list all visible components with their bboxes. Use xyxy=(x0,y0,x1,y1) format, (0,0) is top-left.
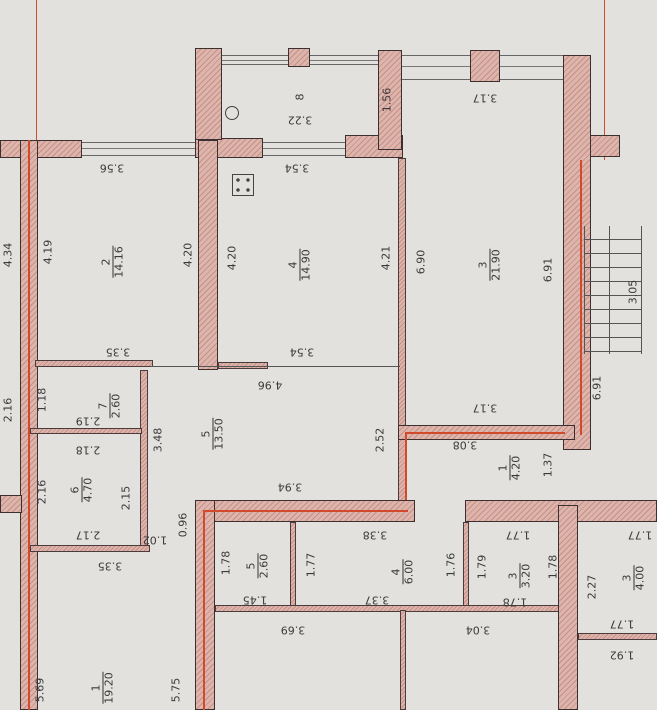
room-label: 8 xyxy=(293,93,307,101)
wall xyxy=(470,50,500,82)
partition xyxy=(35,360,153,367)
dimension: 1.78 xyxy=(546,554,560,580)
dimension: 4.96 xyxy=(257,378,283,392)
dimension: 2.19 xyxy=(75,414,101,428)
dimension: 2.52 xyxy=(373,427,387,453)
boundary-line xyxy=(203,510,408,512)
boundary-line xyxy=(405,432,565,434)
dimension: 3.22 xyxy=(287,113,313,127)
window xyxy=(402,55,470,80)
dimension: 1.18 xyxy=(35,387,49,413)
dimension: 6.91 xyxy=(541,257,555,283)
dimension: 3.08 xyxy=(452,438,478,452)
line xyxy=(150,366,400,367)
balcony-wall xyxy=(378,50,402,150)
wall xyxy=(0,495,22,513)
dimension: 5.75 xyxy=(169,677,183,703)
dimension: 3.35 xyxy=(105,345,131,359)
dimension: 1.77 xyxy=(505,528,531,542)
dimension: 3.54 xyxy=(289,345,315,359)
boundary-line xyxy=(203,510,205,710)
dimension: 2.16 xyxy=(1,397,15,423)
dimension: 3.04 xyxy=(465,623,491,637)
dimension: 2.18 xyxy=(75,443,101,457)
dimension: 1.02 xyxy=(142,533,168,547)
wall xyxy=(590,135,620,157)
sink-icon xyxy=(225,106,239,120)
dimension: 3.17 xyxy=(472,401,498,415)
dimension: 1.37 xyxy=(541,452,555,478)
wall xyxy=(198,140,218,370)
dimension: 3.94 xyxy=(277,480,303,494)
dimension: 1.77 xyxy=(609,617,635,631)
staircase xyxy=(584,226,642,354)
partition xyxy=(578,633,657,640)
wall xyxy=(288,48,310,67)
dimension: 2.15 xyxy=(119,485,133,511)
dimension: 3.56 xyxy=(99,161,125,175)
dimension: 3.35 xyxy=(97,559,123,573)
partition xyxy=(463,522,469,610)
boundary-line xyxy=(405,432,407,510)
dimension: 2.16 xyxy=(35,479,49,505)
dimension: 3.38 xyxy=(362,528,388,542)
dimension: 3.54 xyxy=(284,161,310,175)
dimension: 6.91 xyxy=(590,375,604,401)
dimension: 1.56 xyxy=(380,87,394,113)
wall xyxy=(0,140,82,158)
dimension: 3.37 xyxy=(364,593,390,607)
dimension: 1.77 xyxy=(627,528,653,542)
window xyxy=(500,55,565,80)
partition xyxy=(30,428,142,434)
grid-line xyxy=(604,0,605,160)
dimension: 1.77 xyxy=(304,552,318,578)
dimension: 3.17 xyxy=(472,91,498,105)
dimension: 3.69 xyxy=(280,623,306,637)
dimension: 3.48 xyxy=(151,427,165,453)
partition xyxy=(30,545,150,552)
partition xyxy=(218,362,268,369)
dimension: 1.76 xyxy=(444,552,458,578)
dimension: 4.19 xyxy=(41,239,55,265)
dimension: 4.21 xyxy=(379,245,393,271)
window xyxy=(263,142,348,156)
dimension: 5.69 xyxy=(33,677,47,703)
dimension: 3.05 xyxy=(626,279,640,305)
dimension: 1.45 xyxy=(242,593,268,607)
dimension: 1.78 xyxy=(219,550,233,576)
dimension: 2.27 xyxy=(585,574,599,600)
window xyxy=(82,142,195,156)
dimension: 4.20 xyxy=(181,242,195,268)
dimension: 6.90 xyxy=(414,249,428,275)
dimension: 1.78 xyxy=(502,595,528,609)
dimension: 4.34 xyxy=(1,242,15,268)
balcony-wall xyxy=(195,48,222,140)
partition xyxy=(400,610,406,710)
partition xyxy=(140,370,148,550)
dimension: 4.20 xyxy=(225,245,239,271)
dimension: 1.79 xyxy=(475,554,489,580)
boundary-line xyxy=(580,160,582,435)
boundary-line xyxy=(28,140,30,710)
dimension: 1.92 xyxy=(609,648,635,662)
dimension: 0.96 xyxy=(176,512,190,538)
stove-icon xyxy=(232,174,254,196)
dimension: 2.17 xyxy=(75,528,101,542)
partition xyxy=(290,522,296,610)
wall xyxy=(558,505,578,710)
wall xyxy=(195,500,215,710)
